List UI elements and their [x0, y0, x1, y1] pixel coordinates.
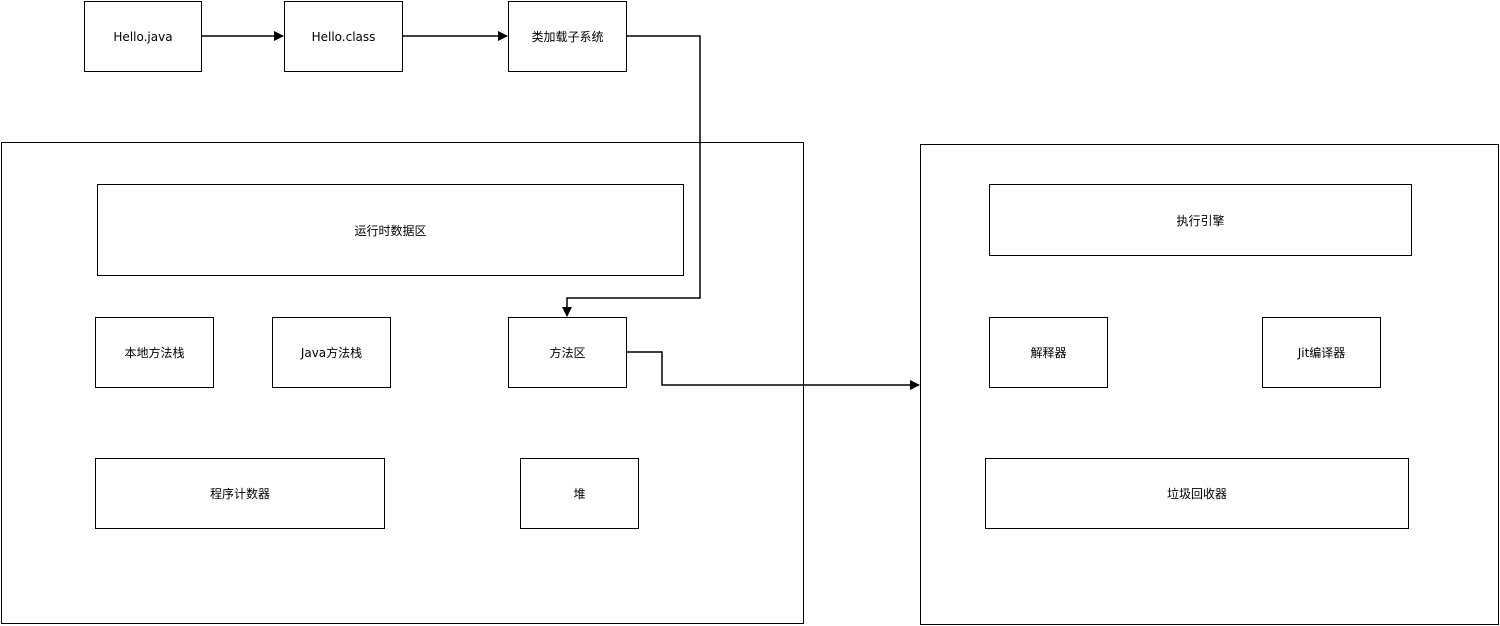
interpreter-label: 解释器	[1030, 346, 1067, 360]
interpreter-node: 解释器	[989, 317, 1108, 388]
program-counter-label: 程序计数器	[209, 487, 270, 501]
runtime-data-area-node: 运行时数据区	[97, 184, 684, 276]
hello-class-label: Hello.class	[311, 29, 376, 44]
java-method-stack-label: Java方法栈	[300, 346, 363, 360]
heap-label: 堆	[573, 487, 586, 501]
garbage-collector-node: 垃圾回收器	[985, 458, 1409, 529]
jit-compiler-node: Jit编译器	[1262, 317, 1381, 388]
hello-java-node: Hello.java	[84, 1, 202, 72]
java-method-stack-node: Java方法栈	[272, 317, 391, 388]
method-area-node: 方法区	[508, 317, 627, 388]
heap-node: 堆	[520, 458, 639, 529]
program-counter-node: 程序计数器	[95, 458, 385, 529]
class-loader-label: 类加载子系统	[531, 30, 604, 44]
runtime-data-area-label: 运行时数据区	[354, 223, 427, 238]
hello-class-node: Hello.class	[284, 1, 403, 72]
execution-engine-label: 执行引擎	[1176, 213, 1225, 228]
hello-java-label: Hello.java	[113, 29, 173, 44]
class-loader-node: 类加载子系统	[508, 1, 627, 72]
jit-compiler-label: Jit编译器	[1297, 346, 1346, 360]
garbage-collector-label: 垃圾回收器	[1166, 487, 1227, 501]
native-method-stack-label: 本地方法栈	[124, 346, 185, 360]
method-area-label: 方法区	[549, 346, 586, 360]
native-method-stack-node: 本地方法栈	[95, 317, 214, 388]
execution-engine-node: 执行引擎	[989, 184, 1412, 256]
